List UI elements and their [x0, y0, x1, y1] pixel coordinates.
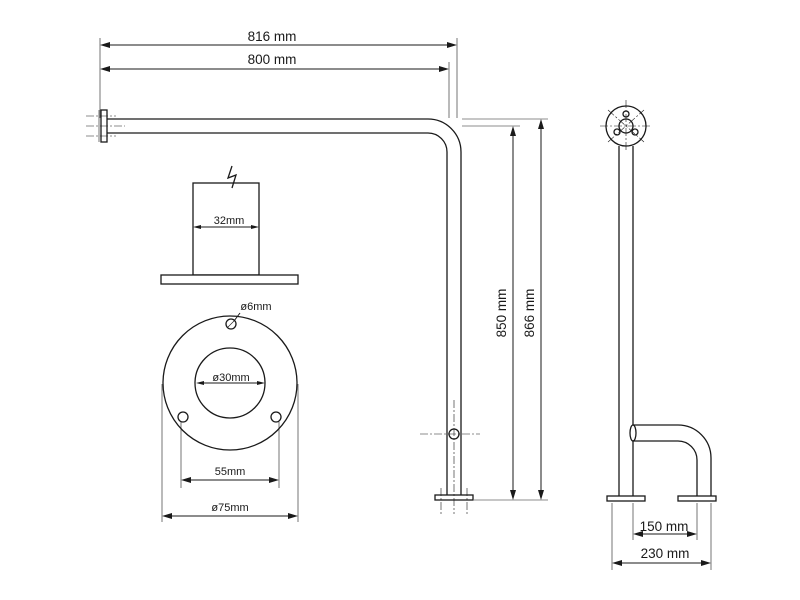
hole-spacing-dimension: 55mm: [180, 422, 280, 488]
foot-offset-label: 150 mm: [640, 519, 689, 534]
inner-diameter-label: ø30mm: [212, 372, 249, 384]
foot-offset-dimension: 150 mm: [632, 503, 698, 540]
height-to-arm-label: 850 mm: [494, 289, 509, 338]
overall-width-label: 816 mm: [248, 29, 297, 44]
grab-bar-side-view: [86, 109, 480, 514]
tube-diameter-label: 32mm: [214, 215, 245, 227]
hole-spacing-label: 55mm: [215, 466, 246, 478]
tube-flange-detail: 32mm: [160, 165, 299, 285]
arm-length-dimension: 800 mm: [100, 52, 449, 72]
overall-height-label: 866 mm: [522, 289, 537, 338]
arm-length-label: 800 mm: [248, 52, 297, 67]
flange-diameter-dimension: ø75mm: [161, 384, 299, 522]
foot-span-label: 230 mm: [641, 546, 690, 561]
overall-width-dimension: 816 mm: [99, 29, 458, 118]
height-to-arm-dimension: 850 mm: [494, 126, 516, 500]
screw-hole-label: ø6mm: [240, 301, 271, 313]
flange-diameter-label: ø75mm: [211, 502, 248, 514]
vertical-extension-lines: [462, 118, 548, 501]
flange-plan-view: ø6mm ø30mm: [162, 301, 298, 451]
grab-bar-front-view: [600, 100, 717, 502]
foot-span-dimension: 230 mm: [611, 503, 712, 570]
overall-height-dimension: 866 mm: [522, 119, 544, 500]
